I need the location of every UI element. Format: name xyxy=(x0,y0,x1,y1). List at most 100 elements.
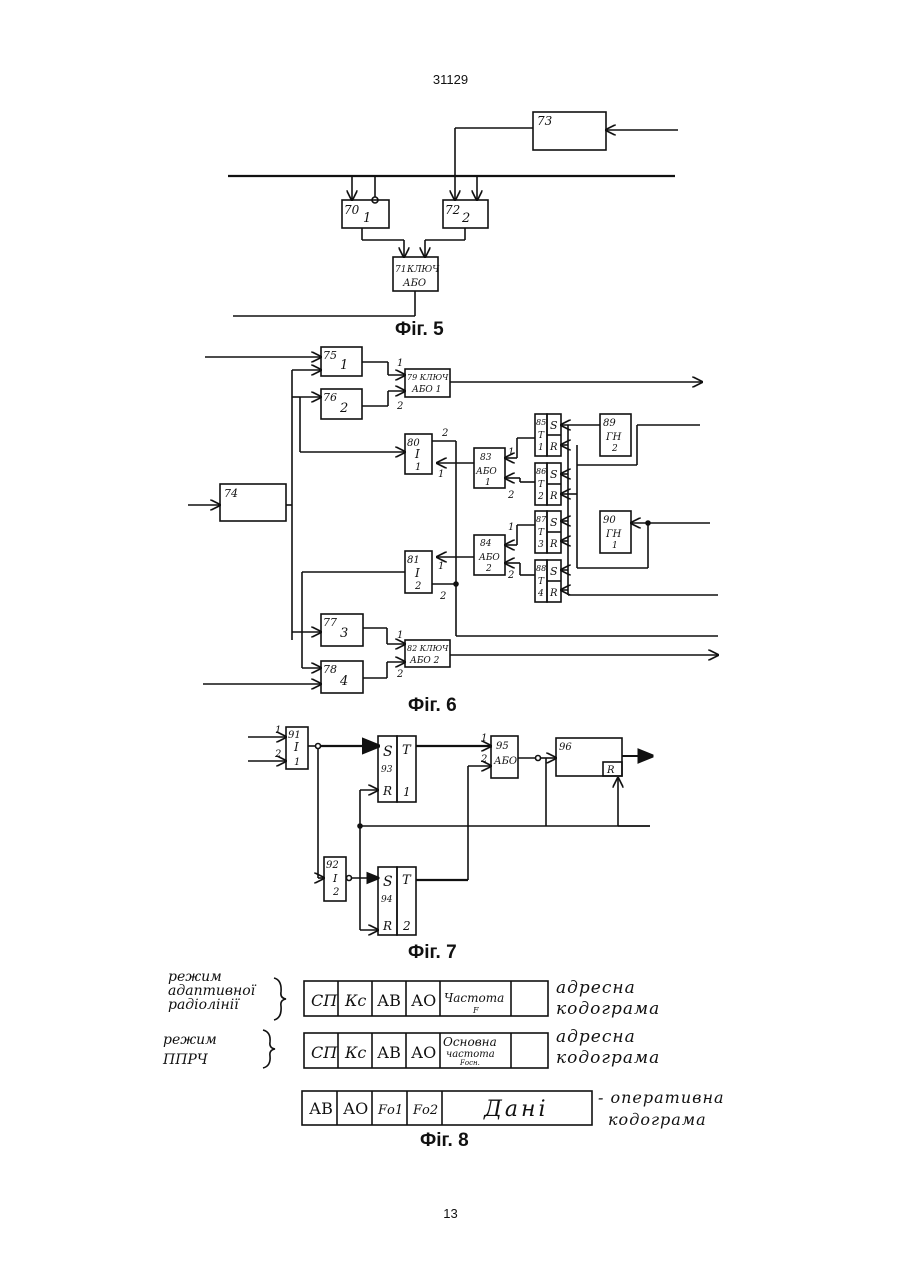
svg-text:1: 1 xyxy=(340,358,348,373)
fig8-row2-note: адресна кодограма xyxy=(556,1027,660,1069)
svg-text:І: І xyxy=(414,566,420,580)
svg-text:S: S xyxy=(383,744,393,760)
svg-text:Fосн.: Fосн. xyxy=(459,1059,480,1067)
svg-text:І: І xyxy=(414,447,420,461)
svg-text:Т: Т xyxy=(402,873,412,888)
label-77: 77 xyxy=(323,616,337,629)
fig8-row1-cell: Частота xyxy=(444,991,504,1005)
svg-text:Т: Т xyxy=(538,431,545,441)
svg-text:І: І xyxy=(332,872,338,885)
svg-text:2: 2 xyxy=(485,564,492,574)
svg-text:R: R xyxy=(549,539,558,550)
svg-text:Т: Т xyxy=(538,577,545,587)
svg-text:2: 2 xyxy=(274,749,281,760)
fig8-row2-cell: АВ xyxy=(377,1043,401,1062)
fig7-diagram xyxy=(248,727,652,935)
svg-text:ГН: ГН xyxy=(605,529,622,540)
svg-text:АБО 1: АБО 1 xyxy=(411,385,441,395)
fig8-caption: Фіг. 8 xyxy=(420,1130,469,1152)
label-79: 79 КЛЮЧ xyxy=(407,373,449,382)
label-95: 95 xyxy=(496,741,509,752)
svg-text:1: 1 xyxy=(363,211,371,226)
svg-text:1: 1 xyxy=(397,358,403,369)
svg-text:І: І xyxy=(293,740,299,754)
svg-text:Т: Т xyxy=(538,528,545,538)
page-number: 13 xyxy=(0,1206,901,1221)
svg-text:S: S xyxy=(383,874,393,890)
svg-text:1: 1 xyxy=(538,443,544,453)
label-81: 81 xyxy=(407,555,420,566)
svg-text:2: 2 xyxy=(332,887,339,898)
fig8-row1-cell: СП xyxy=(311,991,338,1010)
svg-text:КЛЮЧ: КЛЮЧ xyxy=(406,265,440,275)
fig8-row2-cell: СП xyxy=(311,1043,338,1062)
fig8-row1-mode: режим адаптивної радіолінії xyxy=(168,970,255,1012)
svg-text:S: S xyxy=(550,516,558,529)
svg-text:3: 3 xyxy=(340,626,348,641)
svg-text:R: R xyxy=(549,588,558,599)
svg-text:АБО: АБО xyxy=(475,467,497,477)
fig8-row1-cell: АВ xyxy=(377,991,401,1010)
svg-text:1: 1 xyxy=(275,725,281,736)
svg-text:R: R xyxy=(382,784,392,798)
fig6-diagram xyxy=(188,347,718,693)
fig8-row3-cell: АО xyxy=(343,1099,368,1118)
svg-text:1: 1 xyxy=(612,541,618,551)
label-72: 72 xyxy=(445,203,460,217)
svg-text:2: 2 xyxy=(402,919,411,933)
label-94: 94 xyxy=(381,895,393,905)
label-89: 89 xyxy=(603,418,616,429)
svg-text:Т: Т xyxy=(538,480,545,490)
svg-text:R: R xyxy=(549,442,558,453)
label-74: 74 xyxy=(224,487,238,500)
label-70: 70 xyxy=(344,203,360,217)
svg-text:R: R xyxy=(606,765,615,776)
svg-text:R: R xyxy=(382,919,392,933)
label-87: 87 xyxy=(536,515,547,524)
label-76: 76 xyxy=(323,391,337,404)
svg-text:2: 2 xyxy=(480,754,487,765)
fig8-row3-cell: АВ xyxy=(309,1099,333,1118)
label-92: 92 xyxy=(326,860,339,871)
label-88: 88 xyxy=(536,564,546,573)
label-75: 75 xyxy=(323,349,337,362)
fig8-row1-note: адресна кодограма xyxy=(556,978,660,1020)
fig7-caption: Фіг. 7 xyxy=(408,942,457,964)
fig8-row2-cell: Основна xyxy=(443,1035,497,1049)
svg-text:АБО: АБО xyxy=(402,278,426,289)
label-82: 82 КЛЮЧ xyxy=(407,644,449,653)
svg-text:2: 2 xyxy=(396,669,403,680)
svg-text:1: 1 xyxy=(481,733,487,744)
fig8-row2-cell: Кс xyxy=(344,1043,366,1062)
svg-text:АБО: АБО xyxy=(493,756,517,767)
svg-text:1: 1 xyxy=(438,561,444,572)
svg-text:2: 2 xyxy=(537,492,544,502)
svg-text:2: 2 xyxy=(611,444,618,454)
label-73: 73 xyxy=(537,114,553,128)
fig8-row3-cell: Fо1 xyxy=(377,1103,403,1118)
label-84: 84 xyxy=(480,539,492,549)
fig8-row2-cell: АО xyxy=(411,1043,436,1062)
label-86: 86 xyxy=(536,467,546,476)
svg-text:2: 2 xyxy=(339,401,348,416)
svg-text:2: 2 xyxy=(441,428,448,439)
svg-text:2: 2 xyxy=(461,211,470,226)
svg-text:1: 1 xyxy=(397,630,403,641)
label-85: 85 xyxy=(536,418,546,427)
svg-text:4: 4 xyxy=(537,589,544,599)
svg-text:1: 1 xyxy=(438,469,444,480)
svg-text:2: 2 xyxy=(507,570,514,581)
svg-text:1: 1 xyxy=(415,462,421,473)
svg-text:S: S xyxy=(550,468,558,481)
label-93: 93 xyxy=(381,765,393,775)
svg-text:1: 1 xyxy=(403,785,411,799)
svg-text:1: 1 xyxy=(508,447,514,458)
svg-text:1: 1 xyxy=(294,757,300,768)
fig8-row3-note: - оперативна кодограма xyxy=(598,1087,725,1131)
svg-text:1: 1 xyxy=(508,522,514,533)
fig5-caption: Фіг. 5 xyxy=(395,319,444,341)
label-71: 71 xyxy=(395,265,406,275)
label-96: 96 xyxy=(559,742,572,753)
svg-text:R: R xyxy=(549,491,558,502)
